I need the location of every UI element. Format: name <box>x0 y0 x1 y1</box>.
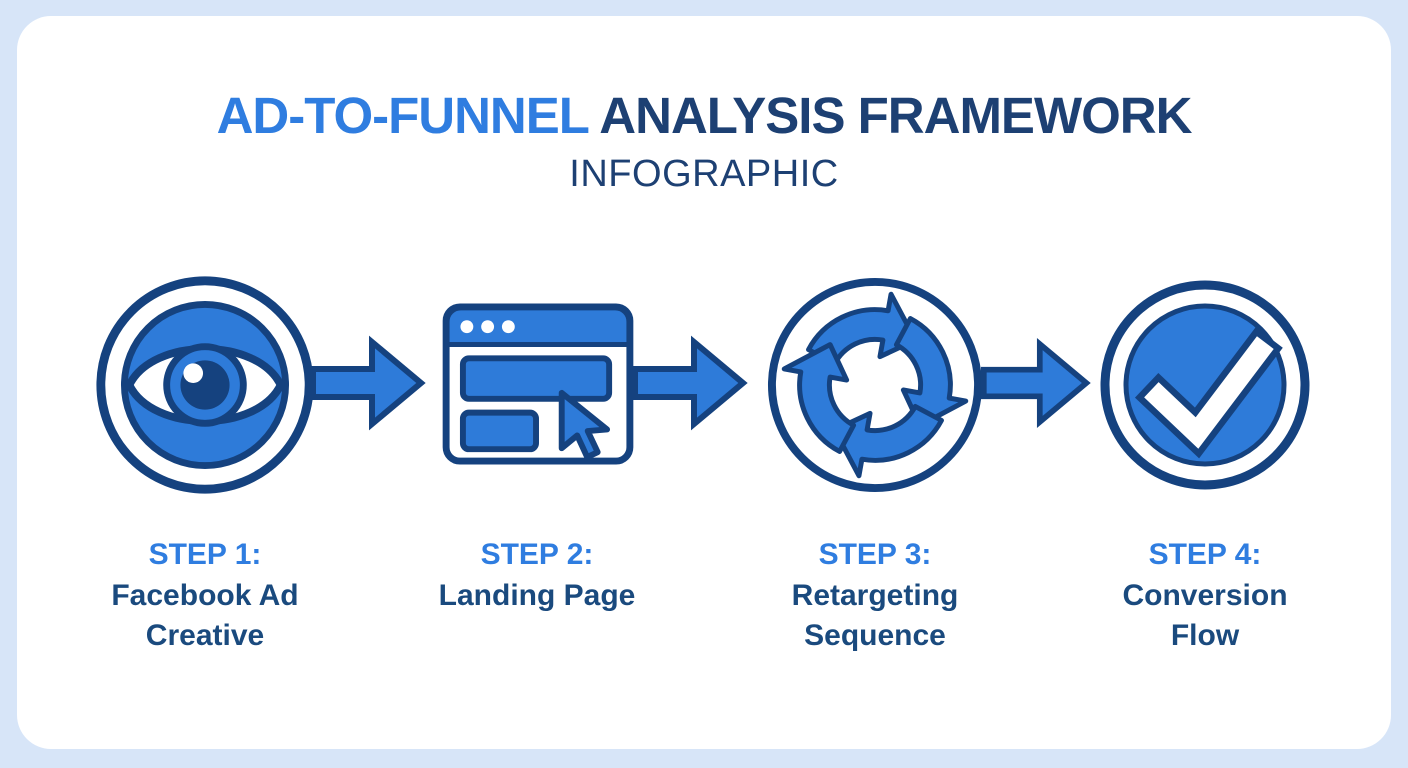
step-label-2: STEP 2: Landing Page <box>367 534 707 616</box>
cursor-icon <box>558 389 611 461</box>
checkmark-icon <box>1100 280 1310 490</box>
browser-dot <box>501 320 515 334</box>
cycle-arrows-icon <box>767 277 983 493</box>
title-highlight: AD-TO-FUNNEL <box>216 87 589 144</box>
step-name-line: Retargeting <box>791 579 959 612</box>
step-number: STEP 2: <box>480 538 594 571</box>
step-name-line: Sequence <box>804 619 946 652</box>
eye-icon <box>96 276 314 494</box>
flow-arrow-icon <box>980 337 1091 429</box>
step-label-4: STEP 4: Conversion Flow <box>1035 534 1375 656</box>
step-number: STEP 4: <box>1148 538 1262 571</box>
step-name-line: Creative <box>145 619 265 652</box>
step-name-line: Flow <box>1170 619 1240 652</box>
step-name-line: Conversion <box>1122 579 1288 612</box>
flow-arrow-icon <box>310 335 426 431</box>
step-name-line: Landing Page <box>438 579 636 612</box>
page-subtitle: INFOGRAPHIC <box>569 153 839 195</box>
browser-dot <box>481 320 495 334</box>
page-title: AD-TO-FUNNEL ANALYSIS FRAMEWORK <box>0 86 1408 145</box>
title-rest: ANALYSIS FRAMEWORK <box>599 87 1192 144</box>
step-name-line: Facebook Ad <box>111 579 299 612</box>
step-number: STEP 3: <box>818 538 932 571</box>
step-number: STEP 1: <box>148 538 262 571</box>
step-label-3: STEP 3: Retargeting Sequence <box>705 534 1045 656</box>
step-label-1: STEP 1: Facebook Ad Creative <box>35 534 375 656</box>
browser-dot <box>460 320 474 334</box>
flow-arrow-icon <box>632 335 748 431</box>
browser-window-icon <box>442 303 634 465</box>
